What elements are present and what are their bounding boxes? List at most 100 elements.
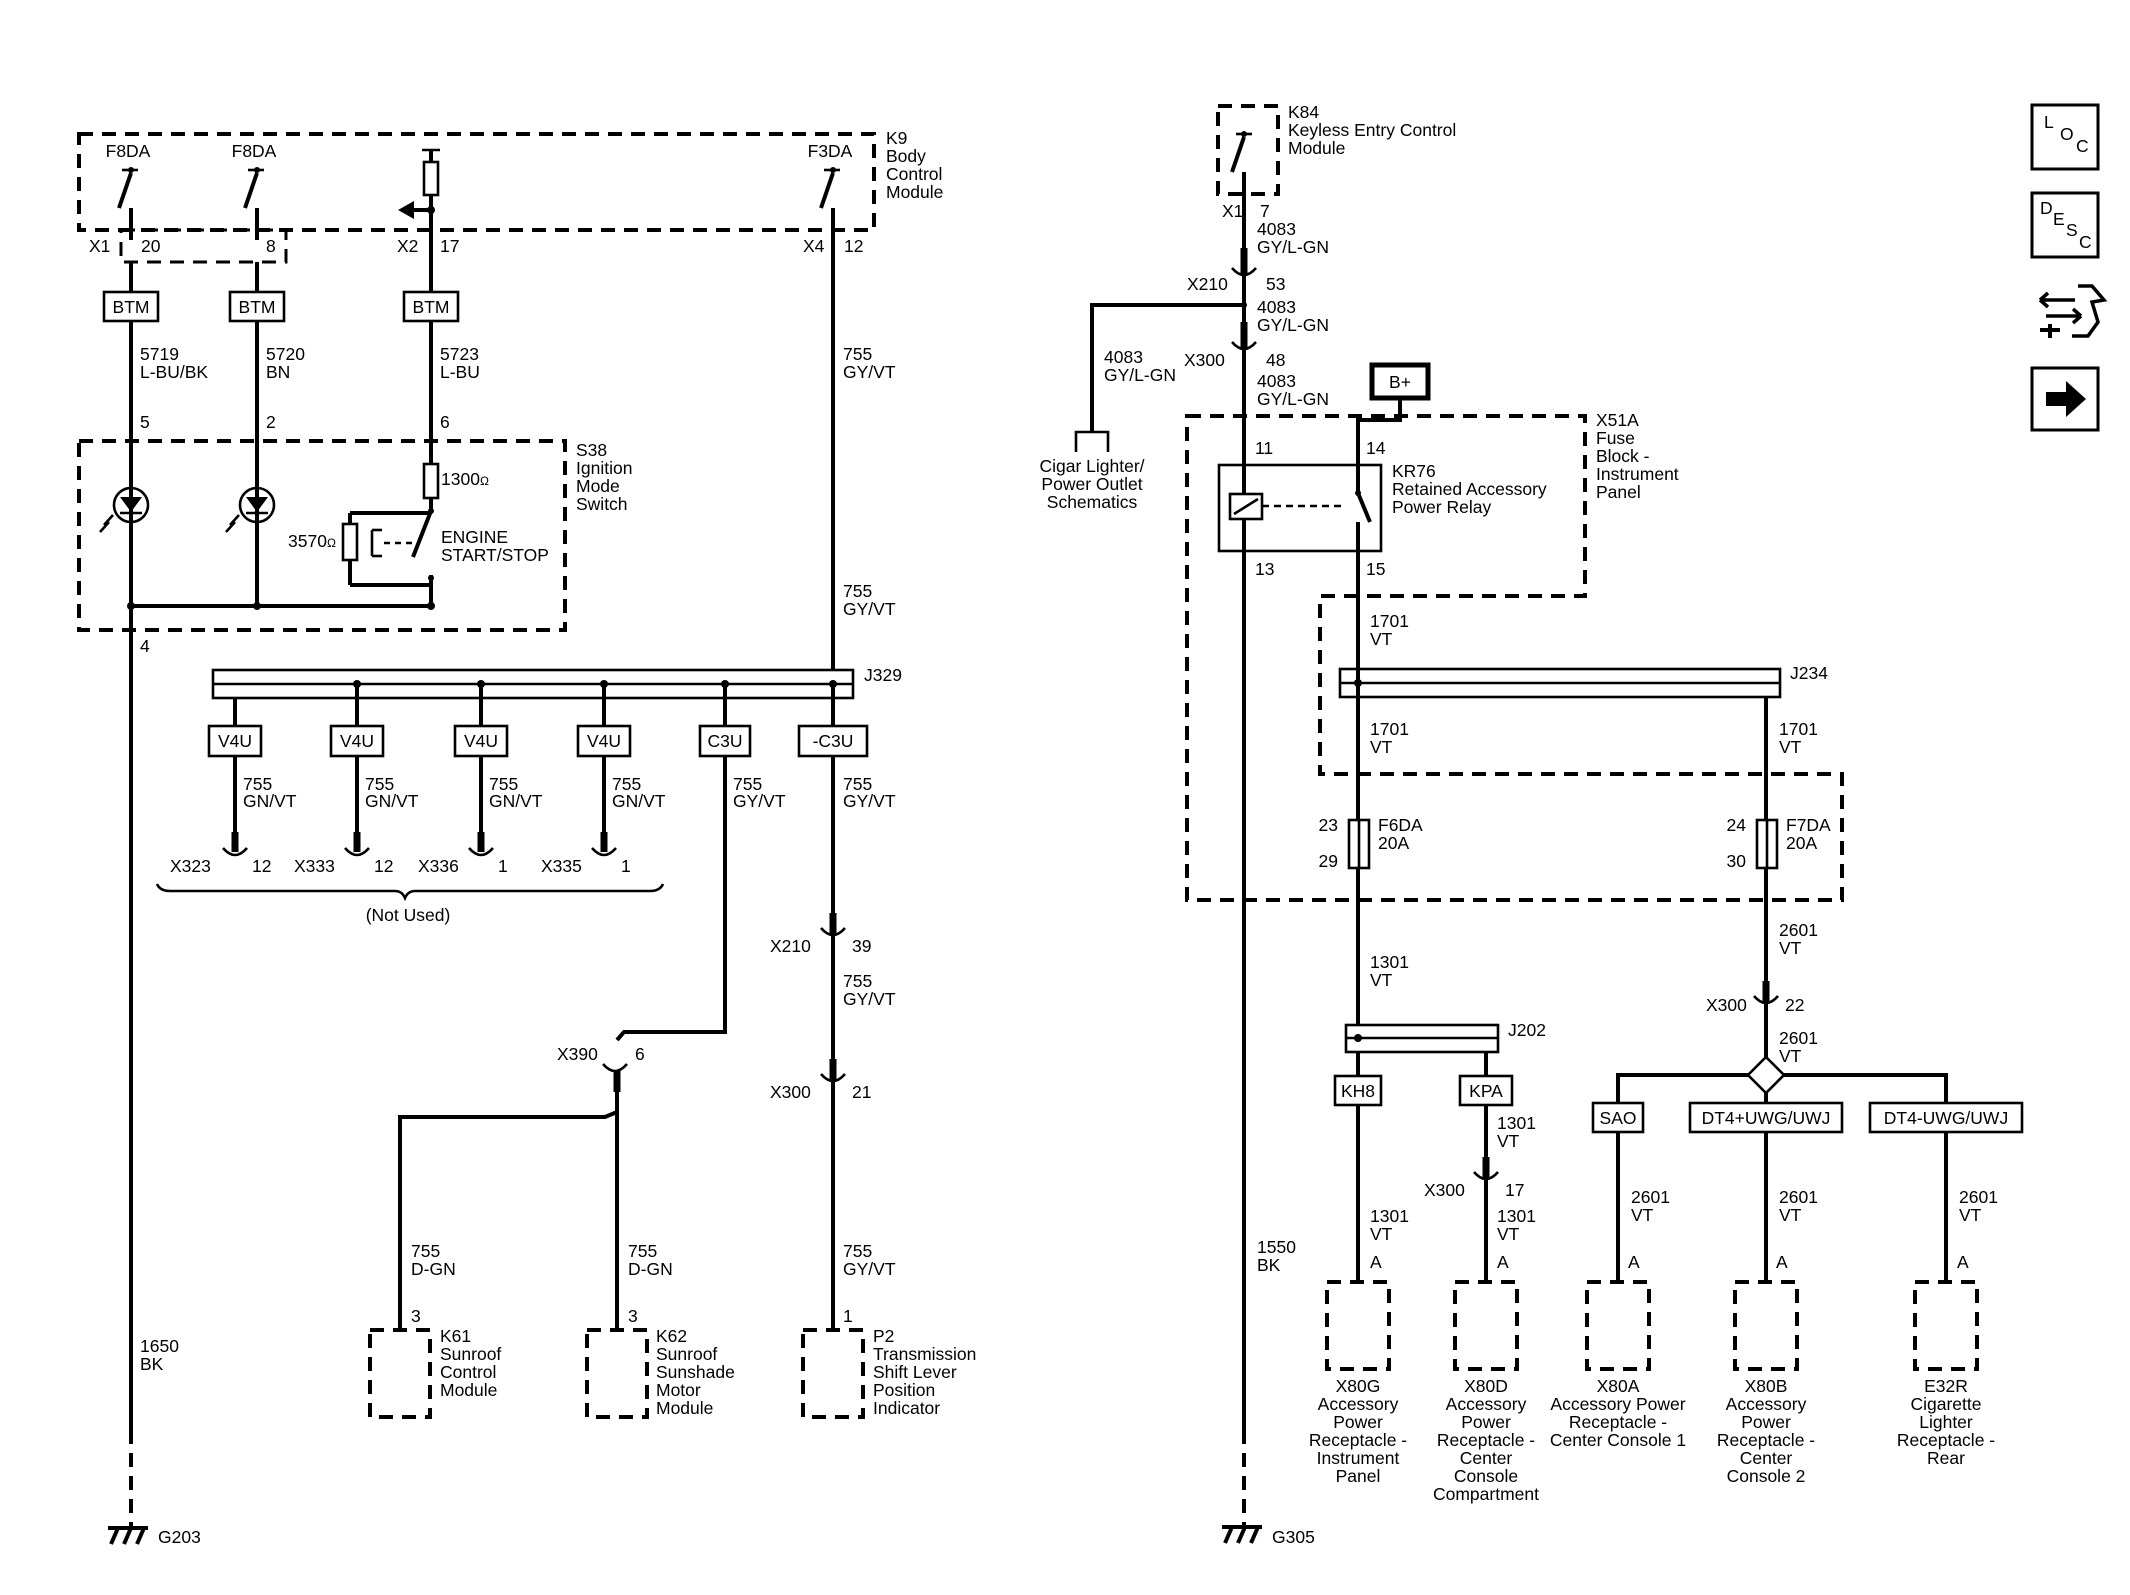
unused-x323-pin: 12 xyxy=(252,856,271,876)
w5723-num: 5723 xyxy=(440,344,479,364)
k9-x1: X1 xyxy=(89,236,110,256)
x80b-l1: X80B xyxy=(1745,1376,1788,1396)
k62-wire-color: D-GN xyxy=(628,1259,673,1279)
gnvt-num-3: 755 xyxy=(489,774,518,794)
wire-dgn-k61 xyxy=(398,1092,619,1330)
w755a-num: 755 xyxy=(843,344,872,364)
w5719-pin: 5 xyxy=(140,412,150,432)
w1701-color-1: VT xyxy=(1370,629,1393,649)
svg-text:KH8: KH8 xyxy=(1341,1081,1375,1101)
k9-switch-3 xyxy=(819,167,840,240)
location-button[interactable]: L O C xyxy=(2030,103,2100,171)
f7da-name: F7DA xyxy=(1786,815,1831,835)
wire-bplus xyxy=(1356,398,1402,440)
s38-pin4: 4 xyxy=(140,636,150,656)
p2-outline xyxy=(801,1328,865,1419)
f6da-amp: 20A xyxy=(1378,833,1409,853)
k62-l1: K62 xyxy=(656,1326,687,1346)
x80a-pin: A xyxy=(1628,1252,1640,1272)
w4083-color-3: GY/L-GN xyxy=(1257,389,1329,409)
w1701-num-3: 1701 xyxy=(1779,719,1818,739)
x1-connector-bracket xyxy=(119,228,288,264)
s38-r2-value: 3570Ω xyxy=(288,531,336,551)
w4083-cigar-color: GY/L-GN xyxy=(1104,365,1176,385)
x80d-l7: Compartment xyxy=(1433,1484,1539,1504)
w2601-color-2: VT xyxy=(1779,1046,1802,1066)
gnvt-color-3: GN/VT xyxy=(489,791,543,811)
f6da-name: F6DA xyxy=(1378,815,1423,835)
x80b-l4: Receptacle - xyxy=(1717,1430,1815,1450)
x80g-l3: Power xyxy=(1333,1412,1383,1432)
svg-text:DT4+UWG/UWJ: DT4+UWG/UWJ xyxy=(1702,1108,1831,1128)
x80g-l5: Instrument xyxy=(1317,1448,1400,1468)
not-used-brace xyxy=(155,883,665,902)
x51a-l2: Fuse xyxy=(1596,428,1635,448)
k9-switch-2 xyxy=(243,167,264,240)
x80d-pin: A xyxy=(1497,1252,1509,1272)
description-button[interactable]: D E S C xyxy=(2030,191,2100,259)
k62-outline xyxy=(585,1328,649,1419)
e32r-outline xyxy=(1913,1280,1979,1371)
option-v4u-2: V4U xyxy=(329,684,385,758)
svg-text:BTM: BTM xyxy=(239,297,276,317)
unused-wires xyxy=(222,756,617,857)
svg-text:-C3U: -C3U xyxy=(813,731,854,751)
component-connector-icon[interactable] xyxy=(2038,284,2108,338)
not-used-label: (Not Used) xyxy=(366,905,451,925)
w1701-num-1: 1701 xyxy=(1370,611,1409,631)
w755b-color: GY/VT xyxy=(843,599,896,619)
option-not-c3u: -C3U xyxy=(797,684,869,758)
right-x300-label: X300 xyxy=(1184,350,1225,370)
g305-wire-num: 1550 xyxy=(1257,1237,1296,1257)
w2601-color-5: VT xyxy=(1959,1205,1982,1225)
w2601-num-5: 2601 xyxy=(1959,1187,1998,1207)
gnvt-num-4: 755 xyxy=(612,774,641,794)
s38-label-1: S38 xyxy=(576,440,607,460)
unused-x335: X335 xyxy=(541,856,582,876)
c3u-wire-num: 755 xyxy=(733,774,762,794)
unused-x336-pin: 1 xyxy=(498,856,508,876)
s38-label-3: Mode xyxy=(576,476,620,496)
w1701-num-2: 1701 xyxy=(1370,719,1409,739)
kr76-relay-outline xyxy=(1217,463,1383,553)
k62-pin: 3 xyxy=(628,1306,638,1326)
k9-x2-pin17: 17 xyxy=(440,236,459,256)
cigar-l3: Schematics xyxy=(1047,492,1138,512)
x51a-l3: Block - xyxy=(1596,446,1650,466)
x80d-l6: Console xyxy=(1454,1466,1518,1486)
x300b-pin17: 17 xyxy=(1505,1180,1524,1200)
nc3u-wire-num: 755 xyxy=(843,774,872,794)
svg-text:DT4-UWG/UWJ: DT4-UWG/UWJ xyxy=(1884,1108,2008,1128)
option-sao: SAO xyxy=(1591,1101,1645,1134)
k9-label-3: Control xyxy=(886,164,942,184)
w1301-color-1: VT xyxy=(1370,970,1393,990)
f7da-amp: 20A xyxy=(1786,833,1817,853)
w2601-color-1: VT xyxy=(1779,938,1802,958)
wire-c3u-to-x390 xyxy=(615,756,727,1042)
w5720-pin: 2 xyxy=(266,412,276,432)
x80b-outline xyxy=(1733,1280,1799,1371)
f6da-pin-in: 23 xyxy=(1319,815,1338,835)
option-dt4-minus: DT4-UWG/UWJ xyxy=(1868,1101,2024,1134)
k9-fuse-label-1: F8DA xyxy=(106,141,151,161)
k9-label-1: K9 xyxy=(886,128,907,148)
x390-pin: 6 xyxy=(635,1044,645,1064)
w4083-color-2: GY/L-GN xyxy=(1257,315,1329,335)
btm-option-1: BTM xyxy=(102,262,160,323)
w1301-num-4: 1301 xyxy=(1497,1206,1536,1226)
k61-outline xyxy=(368,1328,432,1419)
g203-ground-icon xyxy=(108,1526,148,1545)
next-arrow-button[interactable] xyxy=(2030,366,2100,432)
w5719-num: 5719 xyxy=(140,344,179,364)
option-kpa: KPA xyxy=(1458,1074,1514,1107)
kr76-l3: Power Relay xyxy=(1392,497,1491,517)
right-x210-label: X210 xyxy=(1187,274,1228,294)
p2-l4: Position xyxy=(873,1380,935,1400)
svg-text:C3U: C3U xyxy=(707,731,742,751)
cigar-l2: Power Outlet xyxy=(1041,474,1142,494)
s38-label-4: Switch xyxy=(576,494,628,514)
j234-label: J234 xyxy=(1790,663,1828,683)
w755b-num: 755 xyxy=(843,581,872,601)
w2601-num-1: 2601 xyxy=(1779,920,1818,940)
kr76-l1: KR76 xyxy=(1392,461,1436,481)
